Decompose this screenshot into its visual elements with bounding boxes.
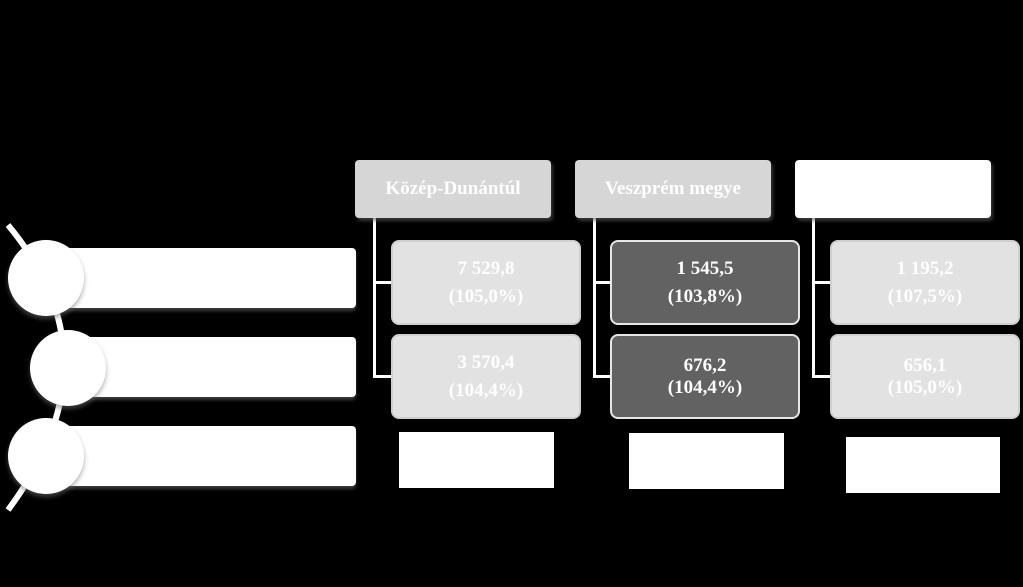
card-value: 7 529,8	[457, 257, 515, 279]
card-value: 1 195,2	[896, 257, 954, 279]
card-third-row2: 656,1 (105,0%)	[830, 334, 1020, 419]
card-third-row1: 1 195,2 (107,5%)	[830, 240, 1020, 325]
card-percent: (104,4%)	[667, 376, 743, 398]
card-region-row2: 3 570,4 (104,4%)	[391, 334, 581, 419]
card-value: 656,1	[903, 354, 947, 376]
row-bar-2	[66, 337, 356, 397]
connector-branch-3a	[812, 281, 832, 284]
card-percent: (105,0%)	[887, 376, 963, 398]
row-circle-2	[30, 330, 106, 406]
card-value: 1 545,5	[676, 257, 734, 279]
row-bar-1	[45, 248, 356, 308]
card-county-row2: 676,2 (104,4%)	[610, 334, 800, 419]
connector-branch-3b	[812, 375, 832, 378]
card-region-row1: 7 529,8 (105,0%)	[391, 240, 581, 325]
row-bar-3	[45, 426, 356, 486]
blank-box-county-row3	[629, 433, 784, 489]
connector-branch-2a	[593, 281, 613, 284]
connector-branch-1b	[373, 375, 393, 378]
header-county: Veszprém megye	[575, 160, 771, 218]
card-county-row1: 1 545,5 (103,8%)	[610, 240, 800, 325]
connector-vertical-3	[812, 217, 815, 377]
card-value: 676,2	[683, 354, 727, 376]
header-third	[795, 160, 991, 218]
connector-vertical-2	[593, 217, 596, 377]
header-region: Közép-Dunántúl	[355, 160, 551, 218]
card-percent: (107,5%)	[887, 285, 963, 307]
connector-vertical-1	[373, 217, 376, 377]
blank-box-region-row3	[399, 432, 554, 488]
card-value: 3 570,4	[457, 351, 515, 373]
row-circle-1	[8, 240, 84, 316]
row-circle-3	[8, 418, 84, 494]
card-percent: (104,4%)	[448, 379, 524, 401]
connector-branch-1a	[373, 281, 393, 284]
connector-branch-2b	[593, 375, 613, 378]
card-percent: (103,8%)	[667, 285, 743, 307]
card-percent: (105,0%)	[448, 285, 524, 307]
blank-box-third-row3	[846, 437, 1000, 493]
